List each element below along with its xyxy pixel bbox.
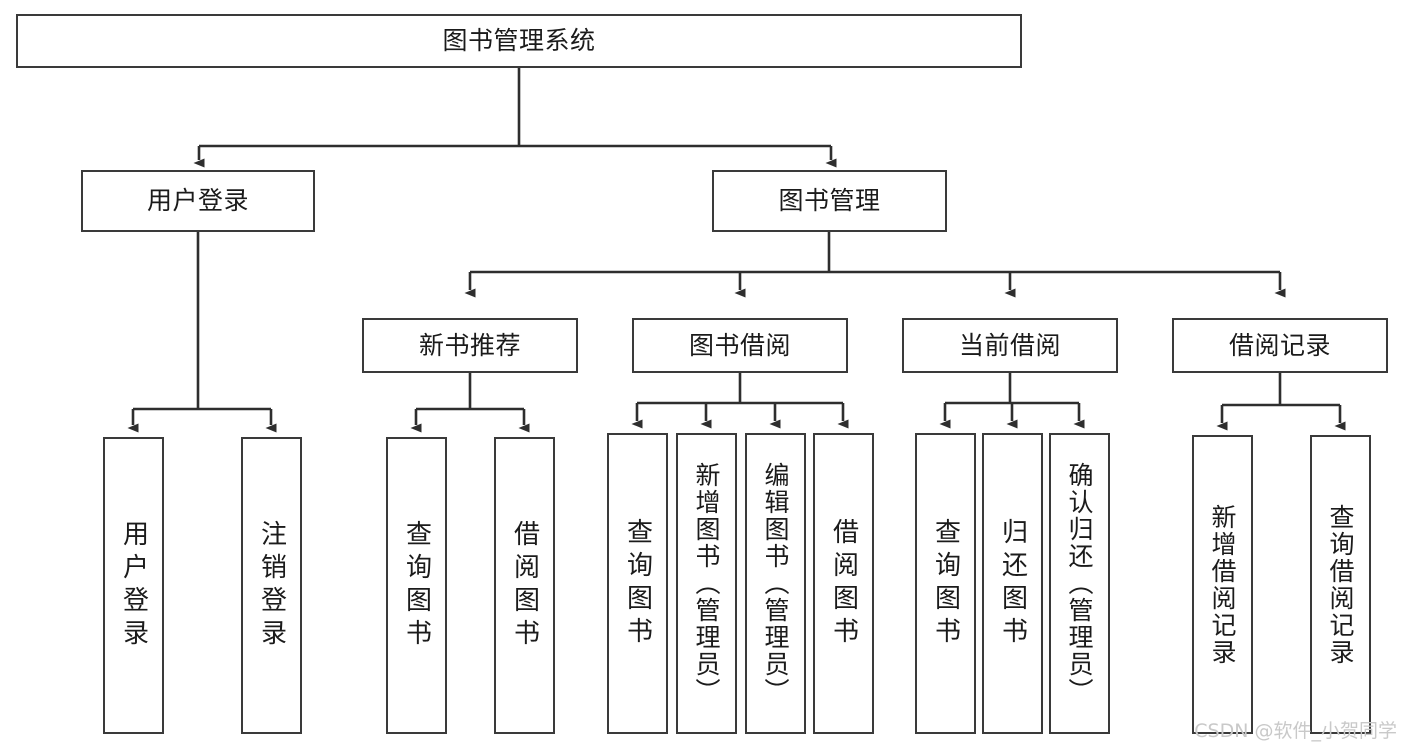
node-label: 查询图书 xyxy=(930,517,961,650)
node-label: 确认归还（管理员） xyxy=(1065,462,1094,705)
node-leaf-user-login-login[interactable]: 用户登录 xyxy=(103,437,164,734)
node-leaf-book-borrow-edit[interactable]: 编辑图书（管理员） xyxy=(745,433,806,734)
node-borrow-record[interactable]: 借阅记录 xyxy=(1172,318,1388,373)
node-leaf-book-borrow-add[interactable]: 新增图书（管理员） xyxy=(676,433,737,734)
node-book-management[interactable]: 图书管理 xyxy=(712,170,947,232)
node-leaf-new-book-borrow[interactable]: 借阅图书 xyxy=(494,437,555,734)
node-root-library-system[interactable]: 图书管理系统 xyxy=(16,14,1022,68)
node-label: 查询图书 xyxy=(401,519,432,652)
node-label: 归还图书 xyxy=(997,517,1028,650)
csdn-watermark: CSDN @软件_小贺同学 xyxy=(1194,720,1397,742)
node-new-book-recommend[interactable]: 新书推荐 xyxy=(362,318,578,373)
node-leaf-new-book-query[interactable]: 查询图书 xyxy=(386,437,447,734)
node-leaf-current-borrow-return[interactable]: 归还图书 xyxy=(982,433,1043,734)
node-label: 借阅图书 xyxy=(828,517,859,650)
node-label: 新增图书（管理员） xyxy=(692,462,721,705)
node-label: 借阅记录 xyxy=(1228,330,1331,360)
node-leaf-borrow-record-query[interactable]: 查询借阅记录 xyxy=(1310,435,1371,734)
node-label: 用户登录 xyxy=(118,519,149,652)
node-label: 新增借阅记录 xyxy=(1208,503,1237,666)
node-label: 编辑图书（管理员） xyxy=(761,462,790,705)
node-label: 注销登录 xyxy=(256,519,287,652)
node-label: 新书推荐 xyxy=(418,330,521,360)
node-label: 图书借阅 xyxy=(688,330,791,360)
node-leaf-borrow-record-add[interactable]: 新增借阅记录 xyxy=(1192,435,1253,734)
node-label: 当前借阅 xyxy=(958,330,1061,360)
node-leaf-book-borrow-borrow[interactable]: 借阅图书 xyxy=(813,433,874,734)
node-label: 图书管理 xyxy=(778,186,881,216)
node-label: 图书管理系统 xyxy=(442,26,596,56)
node-leaf-current-borrow-confirm-return[interactable]: 确认归还（管理员） xyxy=(1049,433,1110,734)
node-user-login[interactable]: 用户登录 xyxy=(81,170,315,232)
node-leaf-book-borrow-query[interactable]: 查询图书 xyxy=(607,433,668,734)
node-book-borrow[interactable]: 图书借阅 xyxy=(632,318,848,373)
node-label: 用户登录 xyxy=(146,186,249,216)
node-leaf-current-borrow-query[interactable]: 查询图书 xyxy=(915,433,976,734)
node-leaf-user-login-logout[interactable]: 注销登录 xyxy=(241,437,302,734)
node-current-borrow[interactable]: 当前借阅 xyxy=(902,318,1118,373)
node-label: 查询图书 xyxy=(622,517,653,650)
node-label: 借阅图书 xyxy=(509,519,540,652)
node-label: 查询借阅记录 xyxy=(1326,503,1355,666)
